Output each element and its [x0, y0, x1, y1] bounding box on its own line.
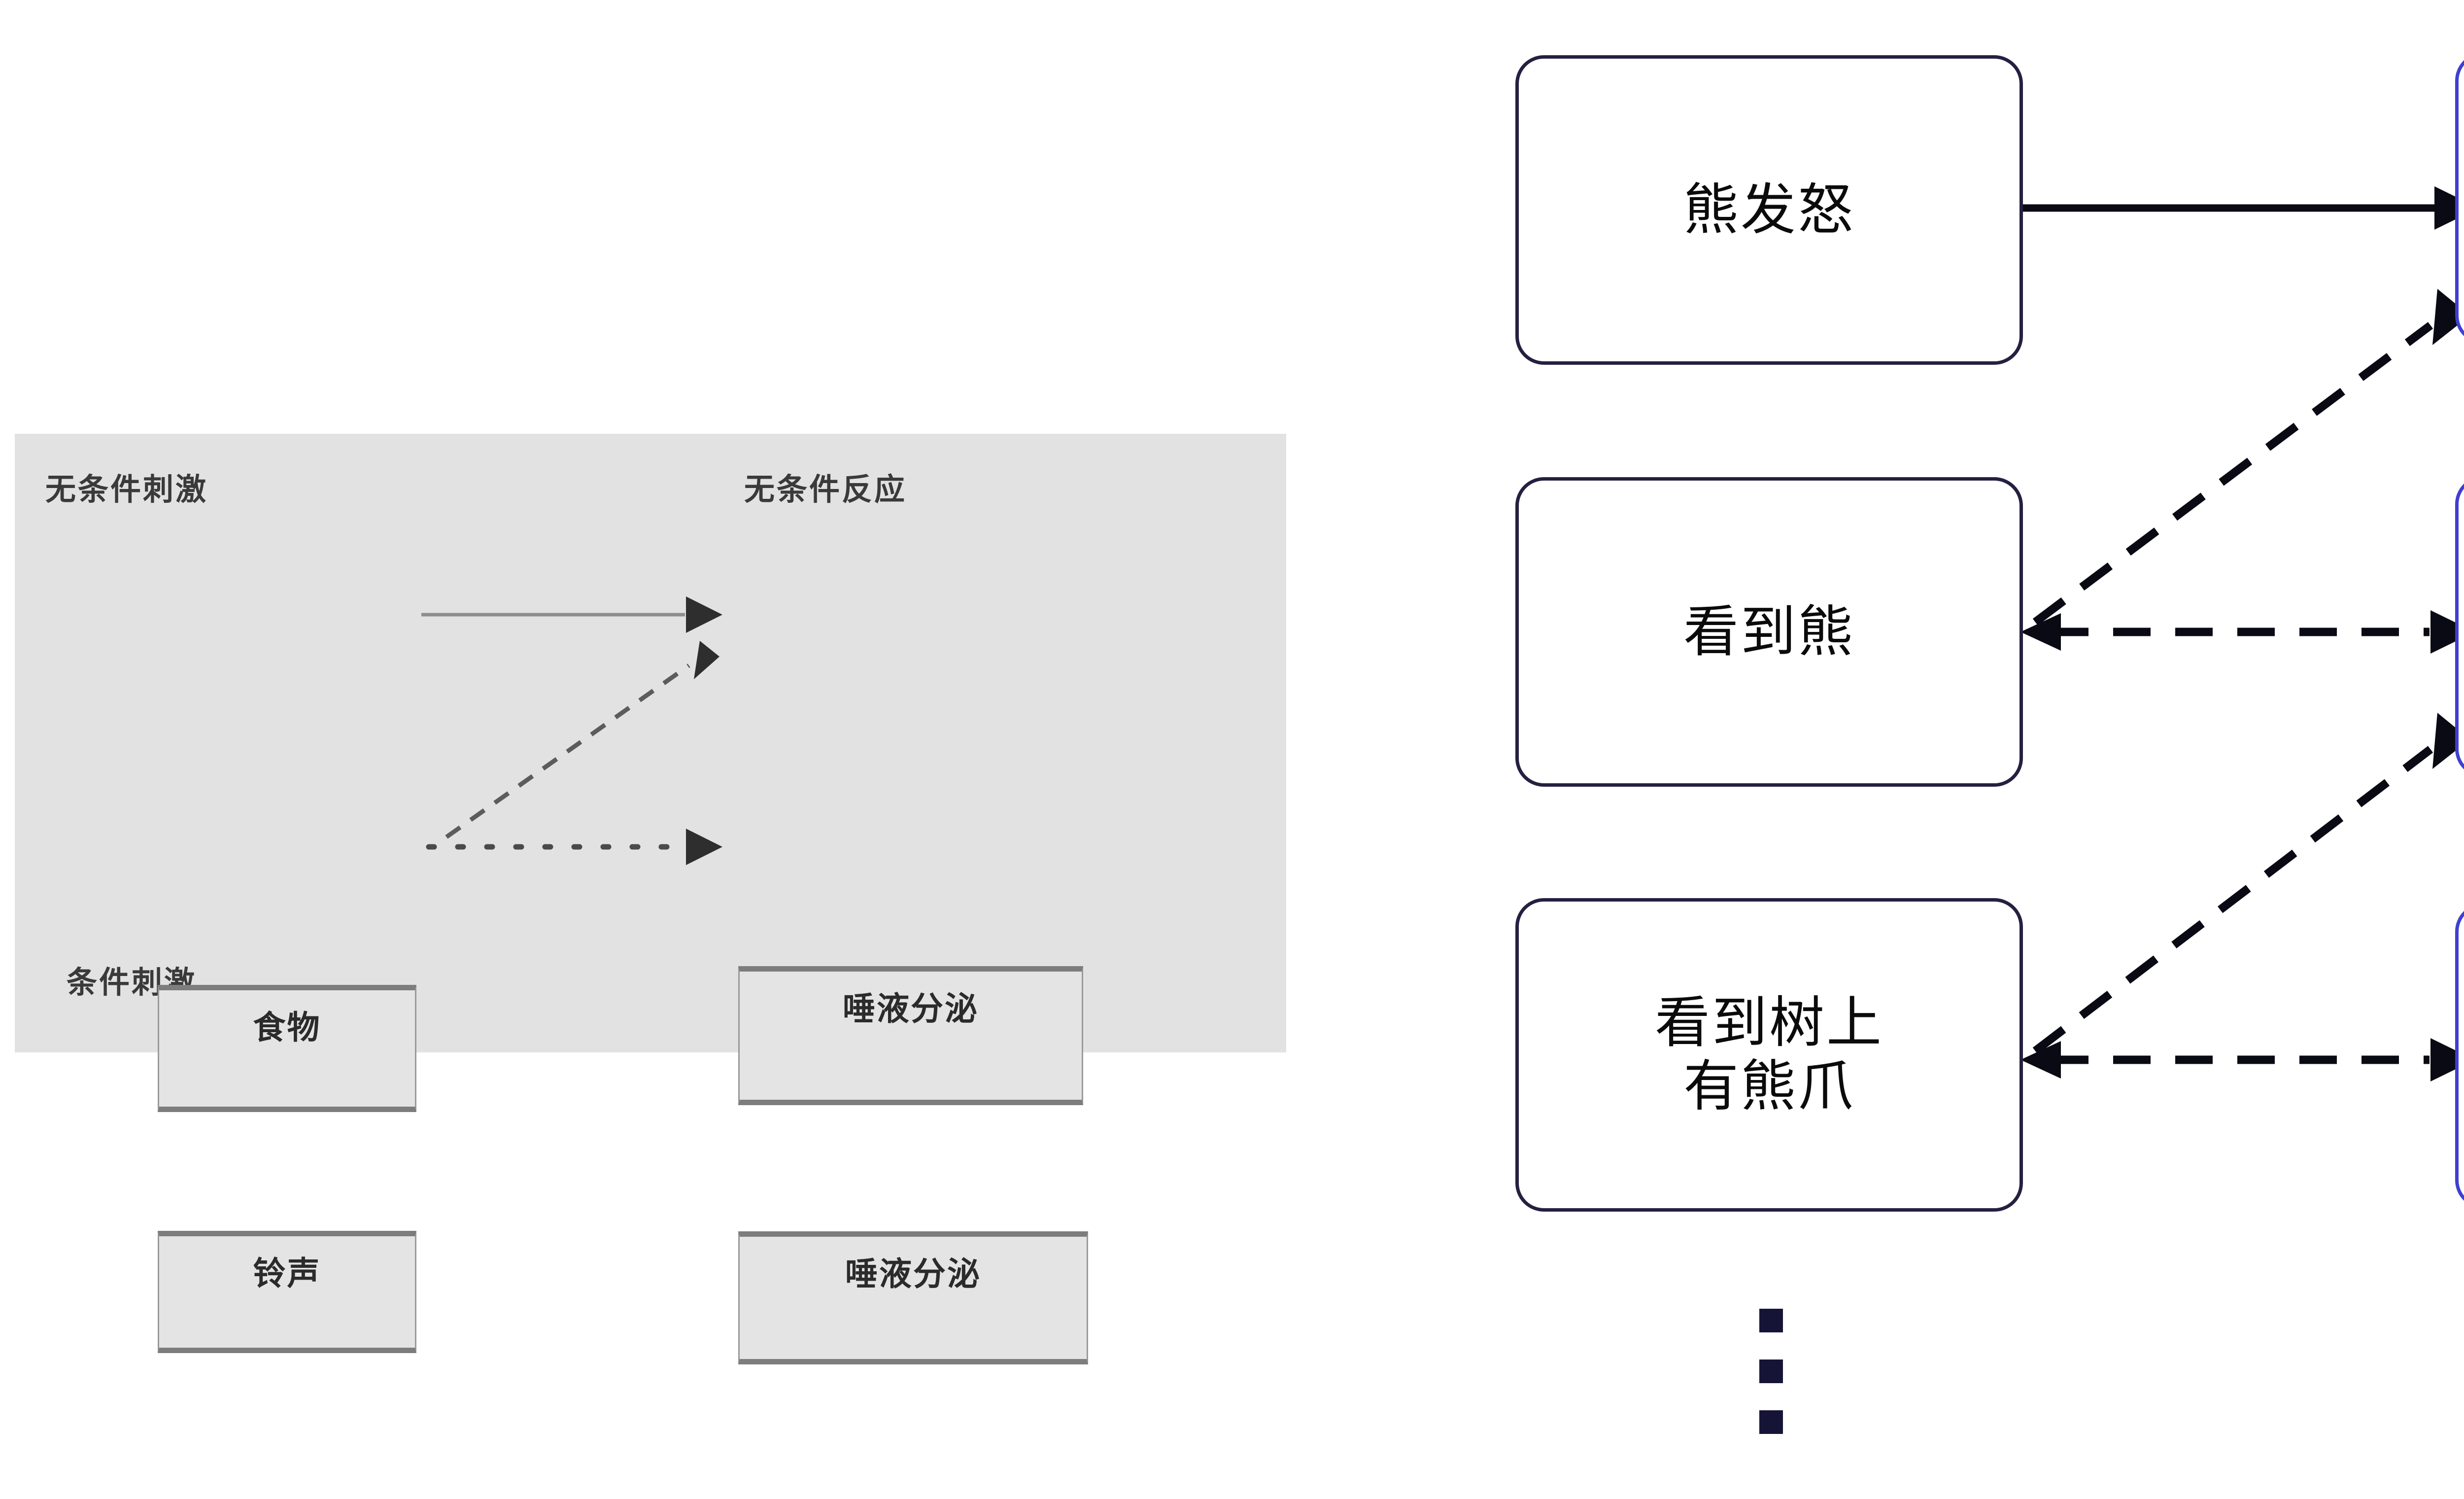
caption-unconditioned-stimulus: 无条件刺激 [45, 471, 208, 507]
edge-see-bear-to-reward [2032, 289, 2464, 626]
box-bear-angry: 熊发怒 [1515, 55, 2023, 365]
box-see-bear-label: 看到熊 [1683, 599, 1855, 664]
box-salivation-conditioned: 唾液分泌 [738, 1231, 1088, 1364]
ellipsis-states [1759, 1309, 1783, 1461]
classical-conditioning-panel: 无条件刺激 无条件反应 条件刺激 条件反应 食物 铃声 唾液分泌 唾液分泌 [15, 434, 1286, 1364]
box-value-s-prime: V(s′) [2455, 476, 2464, 777]
edge-see-paw-to-vsprime [2032, 713, 2464, 1054]
box-salivation-unconditioned: 唾液分泌 [738, 966, 1083, 1105]
box-value-s-prime-label: V(s′) [2459, 590, 2464, 662]
caption-unconditioned-response: 无条件反应 [744, 471, 907, 507]
box-see-bear: 看到熊 [1515, 477, 2023, 787]
edge-see-paw-to-vs [2020, 1038, 2464, 1081]
box-value-s: V(s) [2455, 903, 2464, 1209]
classical-conditioning-edges [421, 596, 722, 865]
box-food: 食物 [158, 985, 416, 1112]
box-see-bear-paw-on-tree: 看到树上 有熊爪 [1515, 898, 2023, 1212]
rl-diagram-edges [2020, 186, 2464, 1081]
box-value-s-label: V(s) [2459, 1019, 2464, 1092]
box-bear-angry-label: 熊发怒 [1683, 177, 1855, 242]
box-bell: 铃声 [158, 1231, 416, 1353]
ellipsis-dot [1759, 1410, 1783, 1434]
ellipsis-dot [1759, 1360, 1783, 1383]
ellipsis-dot [1759, 1309, 1783, 1332]
box-reward-label: 奖励 [2459, 167, 2464, 230]
edge-bear-angry-to-reward [2023, 186, 2464, 230]
box-see-bear-paw-on-tree-label: 看到树上 有熊爪 [1655, 991, 1883, 1118]
box-reward: 奖励 [2455, 52, 2464, 344]
edge-see-bear-to-vsprime [2020, 610, 2464, 654]
